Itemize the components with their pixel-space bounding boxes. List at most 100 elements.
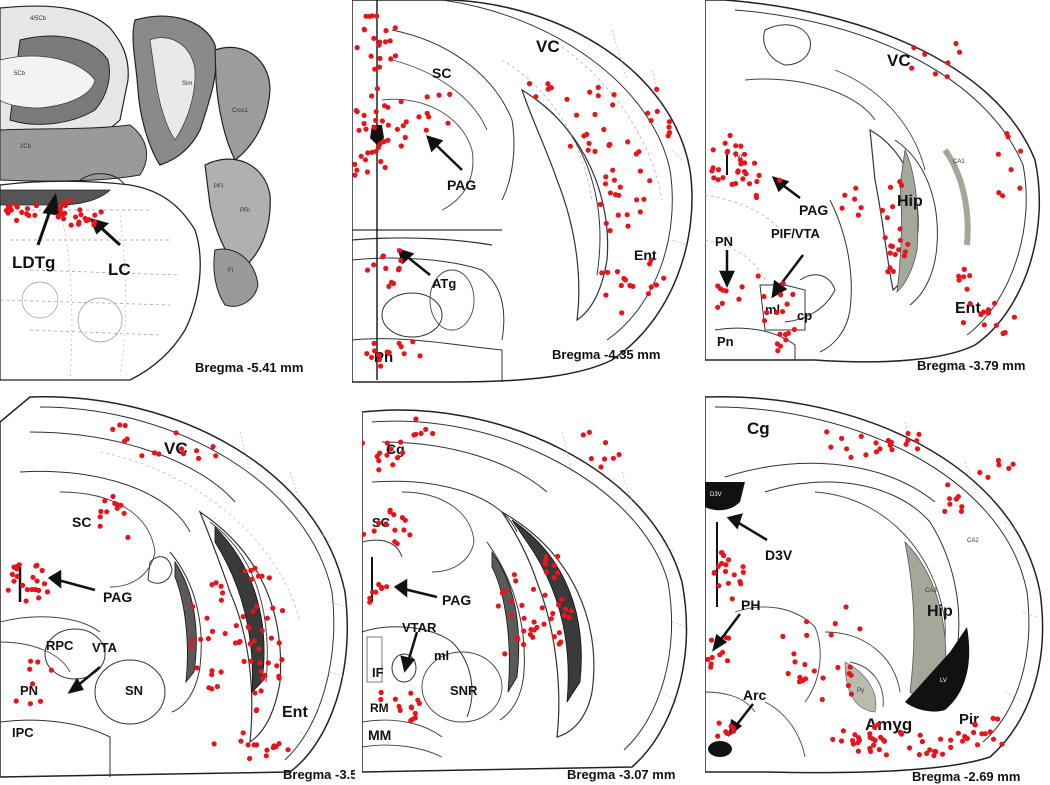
labeled-cell-dot [240, 614, 246, 620]
labeled-cell-dot [783, 331, 789, 338]
labeled-cell-dot [361, 26, 367, 32]
labeled-cell-dot [14, 573, 20, 579]
labeled-cell-dot [726, 635, 732, 641]
labeled-cell-dot [114, 501, 120, 508]
labeled-cell-dot [725, 580, 731, 586]
labeled-cell-dot [102, 498, 108, 504]
labeled-cell-dot [995, 151, 1001, 157]
labeled-cell-dot [34, 578, 40, 584]
labeled-cell-dot [715, 283, 721, 289]
labeled-cell-dot [240, 730, 246, 736]
labeled-cell-dot [384, 440, 390, 446]
labeled-cell-dot [653, 282, 659, 288]
label-snr: SNR [450, 683, 478, 698]
labeled-cell-dot [729, 596, 735, 602]
labeled-cell-dot [585, 147, 591, 153]
labeled-cell-dot [873, 449, 879, 455]
labeled-cell-dot [736, 296, 742, 302]
labeled-cell-dot [878, 734, 884, 740]
labeled-cell-dot [740, 564, 746, 570]
labeled-cell-dot [830, 736, 836, 742]
labeled-cell-dot [641, 196, 647, 202]
labeled-cell-dot [364, 351, 370, 357]
labeled-cell-dot [633, 151, 639, 157]
labeled-cell-dot [848, 454, 854, 460]
labeled-cell-dot [944, 74, 950, 80]
labeled-cell-dot [276, 741, 282, 747]
labeled-cell-dot [889, 447, 895, 453]
labeled-cell-dot [257, 660, 263, 666]
labeled-cell-dot [263, 753, 269, 759]
labeled-cell-dot [194, 665, 200, 671]
label-ph: PH [741, 597, 760, 613]
labeled-cell-dot [587, 89, 593, 95]
labeled-cell-dot [619, 310, 625, 316]
labeled-cell-dot [209, 668, 215, 674]
labeled-cell-dot [255, 573, 262, 579]
labeled-cell-dot [1008, 167, 1014, 173]
labeled-cell-dot [1000, 193, 1006, 199]
labeled-cell-dot [948, 744, 954, 750]
labeled-cell-dot [820, 675, 826, 681]
labeled-cell-dot [852, 732, 858, 738]
labeled-cell-dot [279, 608, 286, 614]
labeled-cell-dot [509, 598, 515, 604]
labeled-cell-dot [23, 598, 29, 604]
labeled-cell-dot [371, 340, 377, 346]
label-cg: Cg [386, 441, 405, 457]
labeled-cell-dot [110, 426, 116, 432]
labeled-cell-dot [266, 575, 272, 581]
labeled-cell-dot [378, 689, 384, 696]
bregma-caption: Bregma -3.79 mm [917, 358, 1026, 373]
labeled-cell-dot [33, 203, 40, 209]
labeled-cell-dot [408, 690, 414, 696]
labeled-cell-dot [846, 671, 852, 677]
labeled-cell-dot [386, 283, 392, 289]
labeled-cell-dot [447, 91, 453, 97]
labeled-cell-dot [551, 575, 557, 581]
labeled-cell-dot [720, 175, 726, 181]
labeled-cell-dot [256, 646, 262, 652]
labeled-cell-dot [251, 742, 257, 748]
labeled-cell-dot [233, 623, 239, 629]
labeled-cell-dot [35, 659, 41, 665]
label-vtar: VTAR [402, 620, 437, 635]
labeled-cell-dot [211, 741, 217, 747]
labeled-cell-dot [258, 688, 264, 694]
labeled-cell-dot [882, 235, 888, 241]
label-pag: PAG [103, 589, 132, 605]
labeled-cell-dot [945, 482, 951, 488]
labeled-cell-dot [956, 273, 962, 279]
labeled-cell-dot [887, 265, 893, 271]
labeled-cell-dot [394, 455, 401, 461]
labeled-cell-dot [890, 204, 896, 210]
labeled-cell-dot [875, 722, 881, 728]
labeled-cell-dot [385, 122, 391, 128]
labeled-cell-dot [603, 220, 609, 226]
labeled-cell-dot [879, 207, 885, 213]
label-ca2: CA2 [967, 538, 979, 544]
labeled-cell-dot [616, 452, 622, 458]
labeled-cell-dot [379, 584, 385, 590]
labeled-cell-dot [403, 119, 409, 125]
labeled-cell-dot [764, 309, 770, 316]
labeled-cell-dot [353, 108, 359, 114]
labeled-cell-dot [264, 615, 270, 621]
label-rpc: RPC [46, 638, 74, 653]
labeled-cell-dot [214, 683, 220, 690]
label-sim: Sim [182, 81, 192, 87]
labeled-cell-dot [209, 628, 216, 634]
labeled-cell-dot [625, 223, 631, 229]
labeled-cell-dot [917, 732, 923, 738]
labeled-cell-dot [11, 578, 17, 584]
labeled-cell-dot [36, 595, 42, 601]
labeled-cell-dot [607, 228, 613, 234]
labeled-cell-dot [61, 199, 67, 205]
labeled-cell-dot [972, 722, 978, 728]
labeled-cell-dot [356, 127, 362, 133]
labeled-cell-dot [645, 110, 651, 116]
labeled-cell-dot [947, 501, 953, 507]
labeled-cell-dot [617, 184, 623, 190]
labeled-cell-dot [531, 619, 537, 625]
labeled-cell-dot [630, 283, 636, 289]
